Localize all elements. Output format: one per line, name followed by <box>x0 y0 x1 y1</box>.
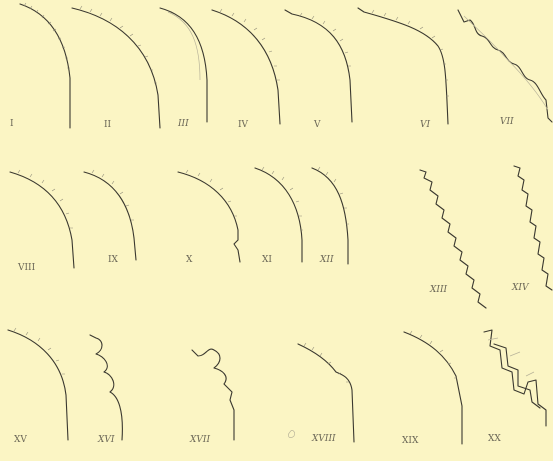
profile-14-label: XIV <box>511 283 530 293</box>
profile-5: V <box>284 9 353 130</box>
profile-14: XIV <box>511 165 553 293</box>
profile-19: XIX <box>402 330 463 446</box>
profile-19-label: XIX <box>402 436 419 446</box>
profile-7: VII <box>457 9 553 127</box>
profile-6: VI <box>357 7 449 130</box>
profile-18-label: XVIII <box>311 434 336 444</box>
profile-4: IV <box>211 8 281 130</box>
profile-16-label: XVI <box>97 435 115 445</box>
profile-13-label: XIII <box>429 285 448 295</box>
profile-10-label: X <box>186 255 193 265</box>
profile-12: XII <box>311 166 349 265</box>
profile-17-label: XVII <box>189 435 210 445</box>
profile-20-label: XX <box>488 434 501 444</box>
profile-2-label: II <box>104 120 112 130</box>
profile-12-label: XII <box>319 255 334 265</box>
profile-1: I <box>10 2 71 129</box>
profile-8: VIII <box>9 169 75 273</box>
profile-15: XV <box>7 327 69 445</box>
profile-5-label: V <box>313 120 321 130</box>
profile-18: XVIII <box>288 342 355 444</box>
profile-4-label: IV <box>238 120 249 130</box>
profile-11: XI <box>254 166 303 265</box>
profile-15-label: XV <box>14 435 27 445</box>
profile-13: XIII <box>419 169 487 309</box>
profile-6-label: VI <box>420 120 430 130</box>
handwritten-mark <box>288 430 295 438</box>
profile-20: XX <box>483 329 547 444</box>
profile-9-label: IX <box>108 255 119 265</box>
profile-10: X <box>177 169 241 265</box>
profile-7-label: VII <box>500 117 514 127</box>
profile-11-label: XI <box>262 255 272 265</box>
profile-1-label: I <box>10 119 14 129</box>
profile-16: XVI <box>89 334 123 445</box>
profile-9: IX <box>83 169 137 265</box>
profile-17: XVII <box>189 348 235 445</box>
profile-2: II <box>71 5 161 130</box>
profile-8-label: VIII <box>17 263 36 273</box>
profile-3-label: III <box>177 119 189 129</box>
profile-3: III <box>159 7 208 129</box>
